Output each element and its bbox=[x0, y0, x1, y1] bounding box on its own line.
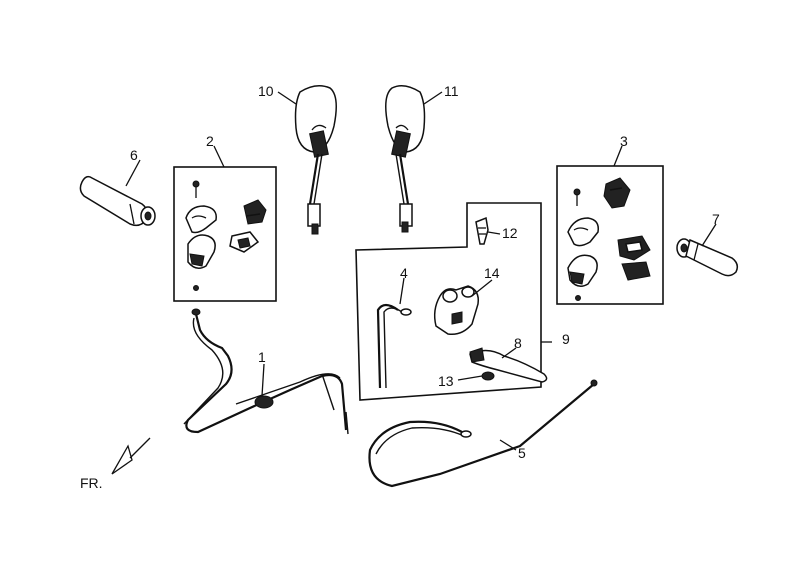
brake-cable-short bbox=[376, 303, 412, 389]
callout-11: 11 bbox=[444, 83, 459, 99]
left-switch-box bbox=[173, 166, 277, 302]
right-mirror bbox=[385, 85, 426, 233]
left-grip bbox=[79, 175, 156, 227]
callout-5: 5 bbox=[518, 445, 526, 461]
front-direction-arrow bbox=[111, 437, 151, 475]
callout-12: 12 bbox=[502, 225, 518, 241]
callout-14: 14 bbox=[484, 265, 500, 281]
left-mirror bbox=[294, 85, 337, 235]
callout-6: 6 bbox=[130, 147, 138, 163]
brake-lever bbox=[469, 347, 548, 383]
right-grip bbox=[676, 238, 739, 277]
callout-9: 9 bbox=[562, 331, 570, 347]
brake-cable-long bbox=[368, 379, 598, 488]
callout-8: 8 bbox=[514, 335, 522, 351]
callout-7: 7 bbox=[712, 211, 720, 227]
brake-master-cylinder bbox=[433, 285, 480, 336]
callout-13: 13 bbox=[438, 373, 454, 389]
left-switch-assembly bbox=[173, 166, 277, 302]
right-switch-box bbox=[556, 165, 664, 305]
right-switch-assembly bbox=[556, 165, 664, 305]
brake-lever-kit-frame bbox=[355, 202, 542, 401]
callout-4: 4 bbox=[400, 265, 408, 281]
direction-label: FR. bbox=[80, 475, 103, 491]
callout-leaders bbox=[125, 91, 717, 451]
screw bbox=[475, 216, 489, 245]
callout-3: 3 bbox=[620, 133, 628, 149]
callout-2: 2 bbox=[206, 133, 214, 149]
callout-10: 10 bbox=[258, 83, 274, 99]
callout-1: 1 bbox=[258, 349, 266, 365]
throttle-cable bbox=[183, 308, 349, 435]
nut bbox=[481, 371, 495, 381]
